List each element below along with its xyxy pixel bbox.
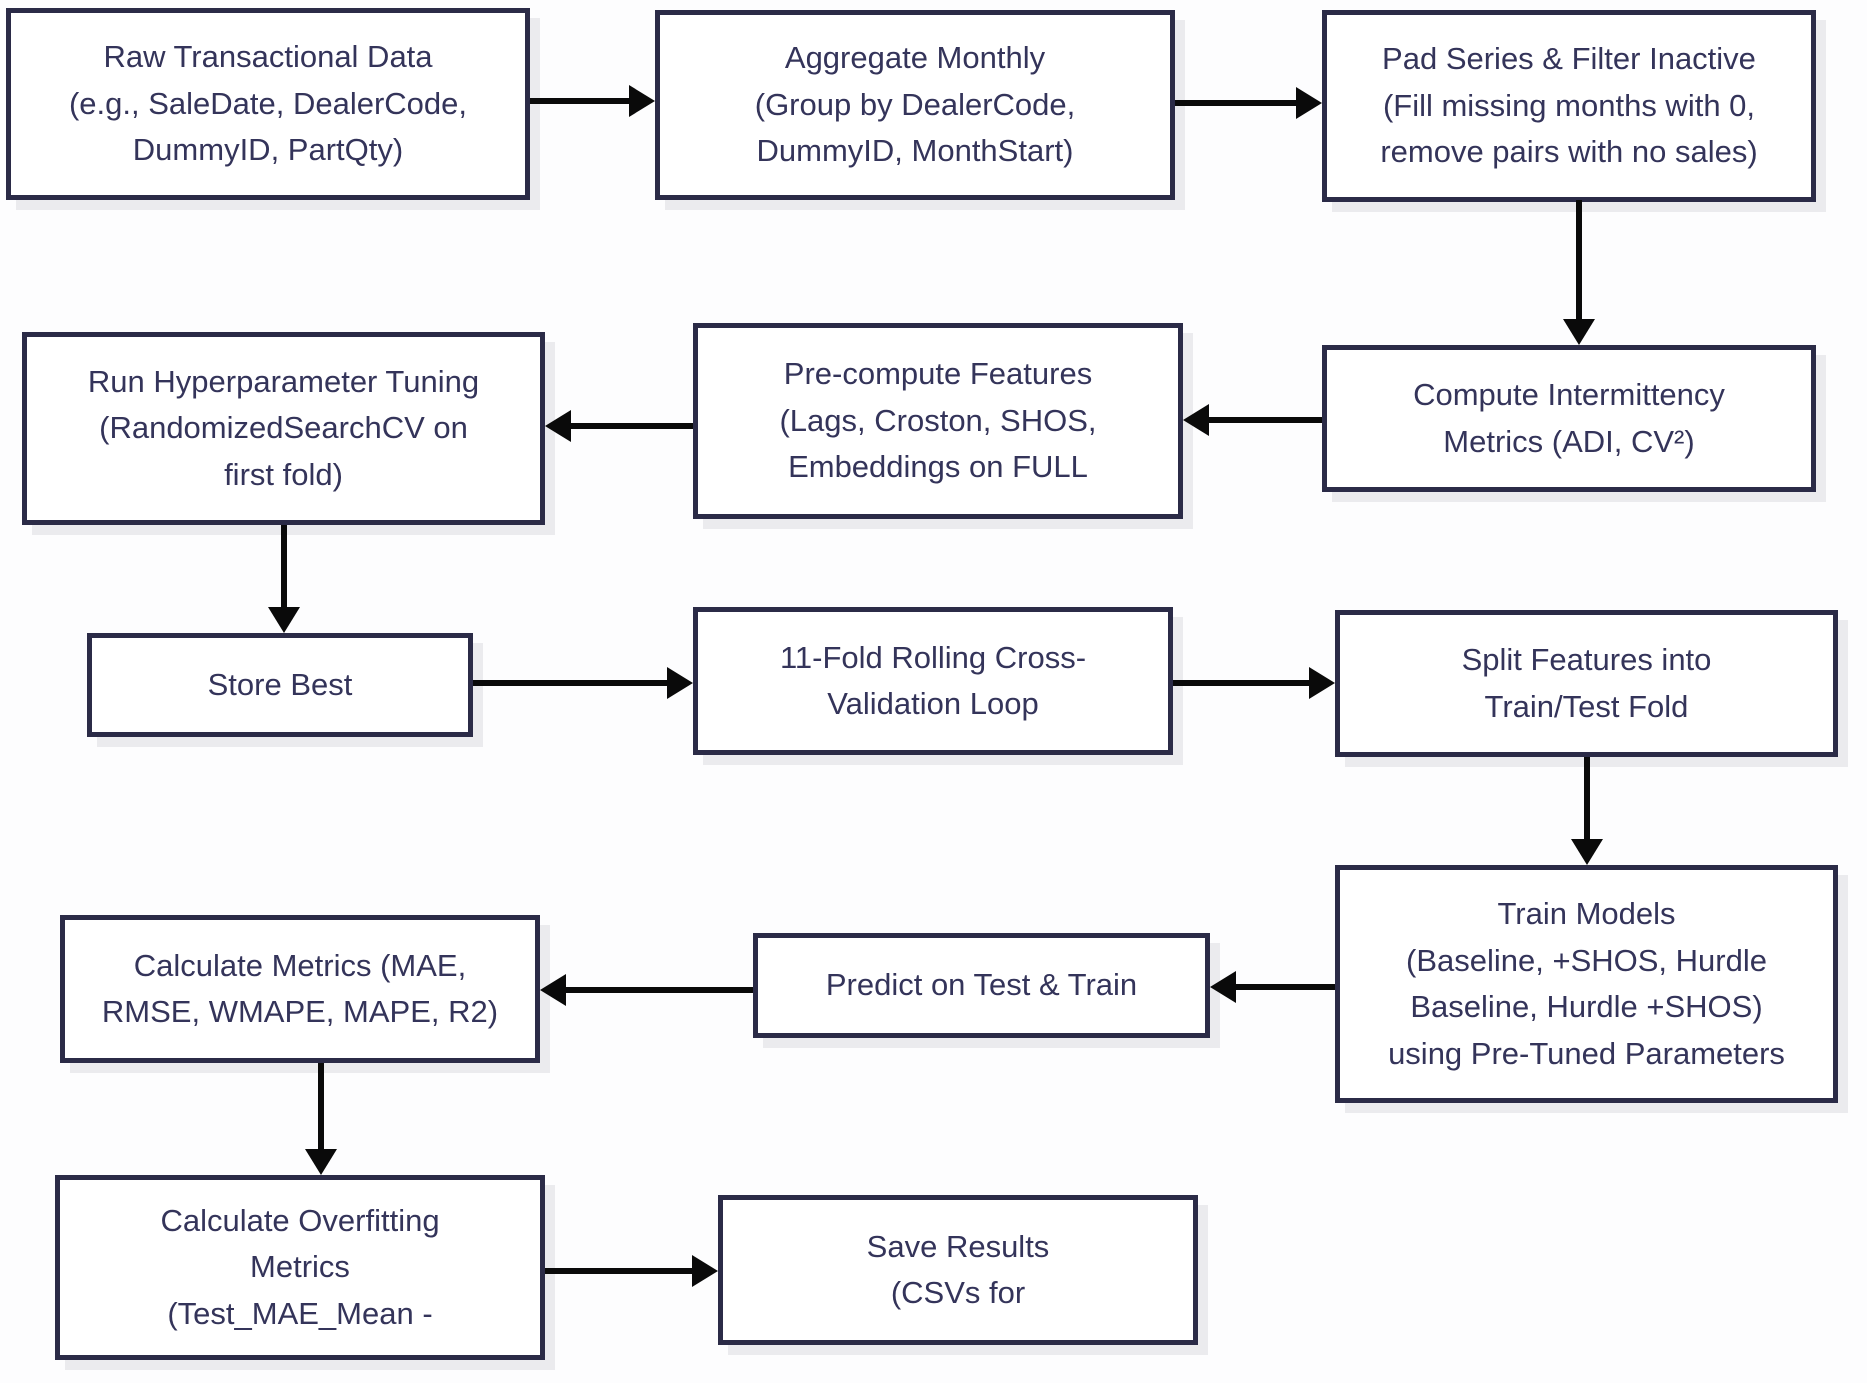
- arrow-aggregate-to-pad-icon: [1175, 100, 1296, 106]
- node-compute-intermittency: Compute Intermittency Metrics (ADI, CV²): [1322, 345, 1816, 492]
- node-calculate-metrics: Calculate Metrics (MAE, RMSE, WMAPE, MAP…: [60, 915, 540, 1063]
- node-overfitting-metrics: Calculate Overfitting Metrics (Test_MAE_…: [55, 1175, 545, 1360]
- arrow-precompute-to-tuning-icon: [571, 423, 693, 429]
- node-precompute-features: Pre-compute Features (Lags, Croston, SHO…: [693, 323, 1183, 519]
- arrow-pad-to-intermittency-icon: [1576, 200, 1582, 319]
- arrow-split-to-train-icon: [1584, 757, 1590, 839]
- arrow-metrics-to-overfitting-icon: [318, 1063, 324, 1149]
- arrow-predict-to-metrics-icon: [566, 987, 753, 993]
- arrow-raw-to-aggregate-icon: [530, 98, 629, 104]
- node-hyperparameter-tuning: Run Hyperparameter Tuning (RandomizedSea…: [22, 332, 545, 525]
- arrow-cvloop-to-split-icon: [1173, 680, 1309, 686]
- node-save-results: Save Results (CSVs for: [718, 1195, 1198, 1345]
- node-pad-series-filter: Pad Series & Filter Inactive (Fill missi…: [1322, 10, 1816, 202]
- arrow-tuning-to-store-icon: [281, 525, 287, 607]
- node-store-best: Store Best: [87, 633, 473, 737]
- node-aggregate-monthly: Aggregate Monthly (Group by DealerCode, …: [655, 10, 1175, 200]
- arrow-train-to-predict-icon: [1236, 984, 1335, 990]
- node-split-train-test: Split Features into Train/Test Fold: [1335, 610, 1838, 757]
- arrow-store-to-cvloop-icon: [473, 680, 667, 686]
- node-predict-test-train: Predict on Test & Train: [753, 933, 1210, 1038]
- node-raw-transactional-data: Raw Transactional Data (e.g., SaleDate, …: [6, 8, 530, 200]
- arrow-overfitting-to-save-icon: [545, 1268, 692, 1274]
- node-cross-validation-loop: 11-Fold Rolling Cross- Validation Loop: [693, 607, 1173, 755]
- node-train-models: Train Models (Baseline, +SHOS, Hurdle Ba…: [1335, 865, 1838, 1103]
- arrow-intermittency-to-precompute-icon: [1209, 417, 1322, 423]
